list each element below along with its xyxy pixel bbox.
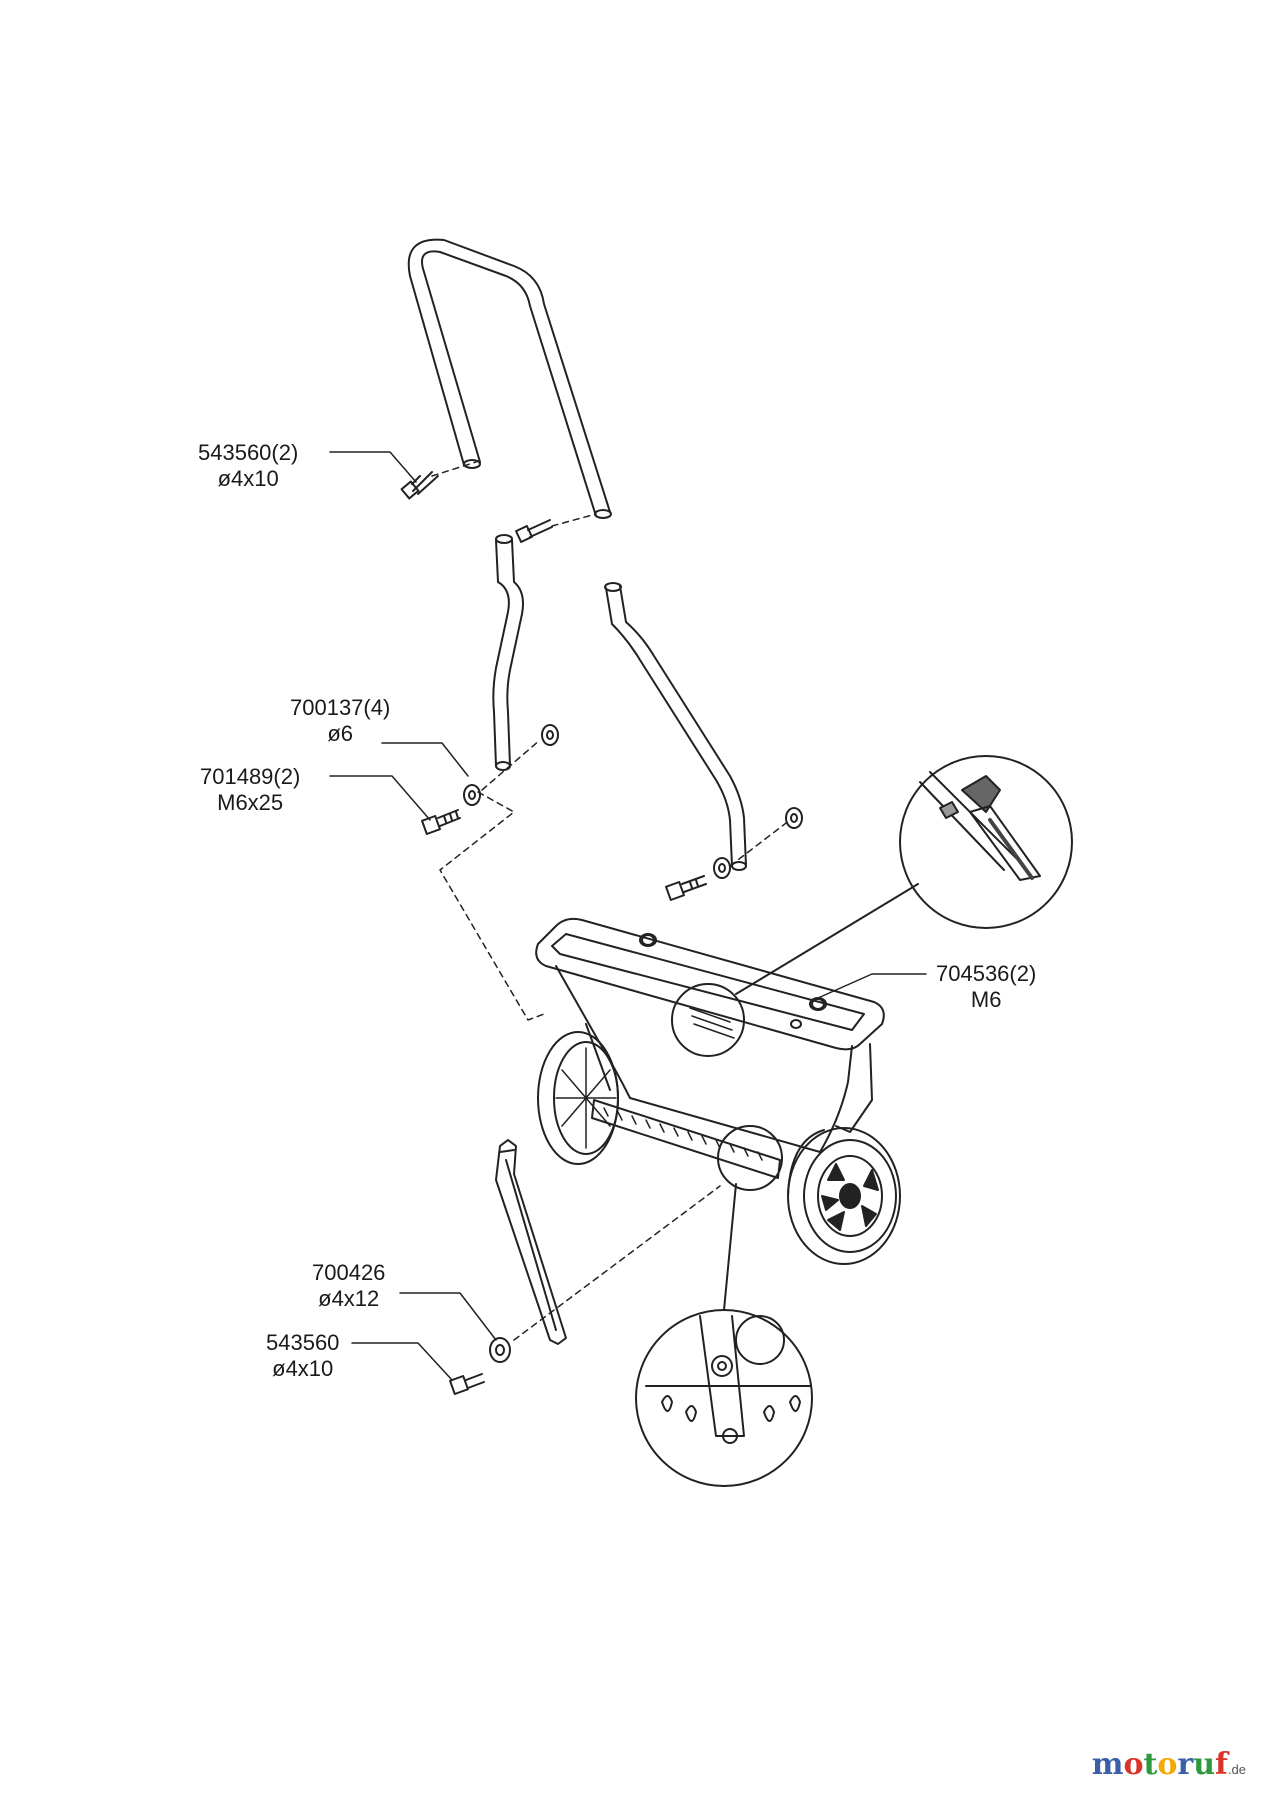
leader-lines — [329, 451, 927, 1381]
logo-letter: r — [1177, 1747, 1194, 1782]
detail-view-lower — [635, 1309, 813, 1487]
part-size: ø6 — [327, 721, 353, 746]
part-size: ø4x10 — [217, 466, 279, 491]
logo-letter: u — [1193, 1747, 1216, 1782]
washer-700137-left — [463, 784, 481, 806]
logo-suffix: .de — [1227, 1762, 1246, 1777]
logo-letter: m — [1091, 1747, 1124, 1782]
washer-700137-right — [713, 857, 731, 879]
top-handle-bar — [407, 238, 612, 519]
assembly-dashes — [431, 461, 791, 1341]
screw-543560-top-left — [400, 471, 439, 500]
motoruf-logo: motoruf.de — [1092, 1747, 1246, 1782]
washer-700426 — [489, 1337, 511, 1363]
logo-letter: o — [1157, 1747, 1178, 1782]
logo-letter: t — [1143, 1747, 1158, 1782]
label-700137-4: 700137(4) ø6 — [290, 695, 390, 747]
part-size: M6 — [970, 987, 1002, 1012]
detail-view-upper — [899, 755, 1073, 929]
part-number: 543560(2) — [198, 440, 299, 465]
right-wheel — [787, 1127, 901, 1265]
label-701489-2: 701489(2) M6x25 — [200, 764, 300, 816]
logo-letter: o — [1123, 1747, 1144, 1782]
screw-543560-top-right — [515, 519, 553, 543]
part-size: ø4x10 — [272, 1356, 334, 1381]
part-number: 700137(4) — [290, 695, 391, 720]
adjustment-lever-700426 — [495, 1139, 567, 1345]
washer-700137-right-upper — [785, 807, 803, 829]
part-size: M6x25 — [217, 790, 284, 815]
part-number: 543560 — [266, 1330, 340, 1355]
part-number: 704536(2) — [936, 961, 1037, 986]
part-size: ø4x12 — [318, 1286, 380, 1311]
left-wheel — [537, 1031, 619, 1165]
label-543560: 543560 ø4x10 — [266, 1330, 339, 1382]
detail-circle-hopper — [671, 983, 745, 1057]
left-handle-tube — [492, 534, 524, 771]
right-handle-tube — [604, 582, 747, 871]
bolt-701489-left — [421, 809, 461, 835]
detail-circle-lever-mount — [717, 1125, 783, 1191]
part-number: 701489(2) — [200, 764, 301, 789]
label-704536-2: 704536(2) M6 — [936, 961, 1036, 1013]
spreader-plate — [591, 1099, 781, 1179]
logo-letter: f — [1215, 1747, 1228, 1782]
label-543560-2: 543560(2) ø4x10 — [198, 440, 298, 492]
washer-700137-left-upper — [541, 724, 559, 746]
label-700426: 700426 ø4x12 — [312, 1260, 385, 1312]
hopper — [535, 917, 885, 1153]
bolt-701489-right — [665, 875, 707, 901]
part-number: 700426 — [312, 1260, 386, 1285]
screw-543560-lever — [449, 1373, 485, 1395]
